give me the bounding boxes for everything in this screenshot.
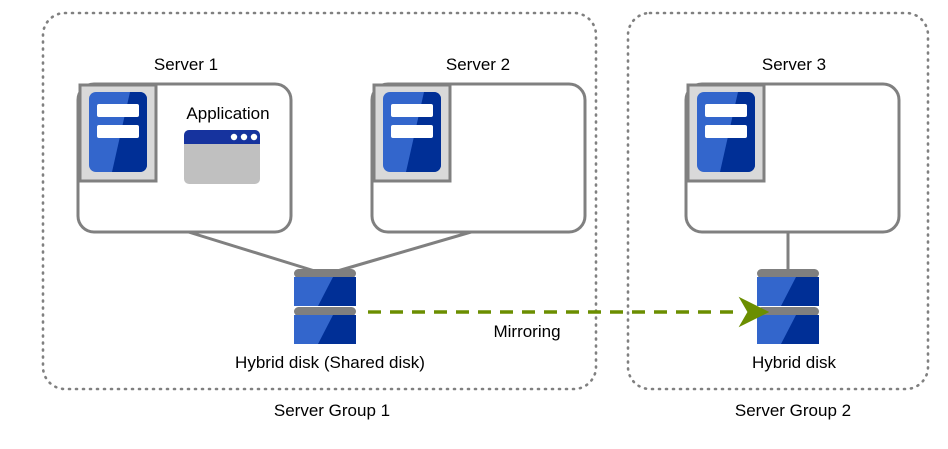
server-group-2-label: Server Group 2: [734, 401, 852, 420]
server-2-label: Server 2: [445, 55, 511, 74]
server-group-1-label: Server Group 1: [273, 401, 391, 420]
application-label: Application: [186, 104, 270, 123]
mirror-disk-label: Hybrid disk: [751, 353, 837, 372]
server-group-2-border: [626, 11, 930, 391]
connector-server1-shared-disk: [181, 228, 319, 274]
shared-disk-icon: [294, 269, 356, 344]
connector-server2-shared-disk: [333, 228, 479, 274]
shared-disk-label: Hybrid disk (Shared disk): [235, 353, 425, 372]
server-icon-1: [78, 83, 158, 183]
mirroring-label: Mirroring: [493, 322, 561, 341]
mirror-disk-icon: [757, 269, 819, 344]
server-3-label: Server 3: [761, 55, 827, 74]
application-window-icon: [184, 130, 260, 184]
server-1-label: Server 1: [153, 55, 219, 74]
server-group-1-border: [41, 11, 598, 391]
server-icon-2: [372, 83, 452, 183]
server-icon-3: [686, 83, 766, 183]
